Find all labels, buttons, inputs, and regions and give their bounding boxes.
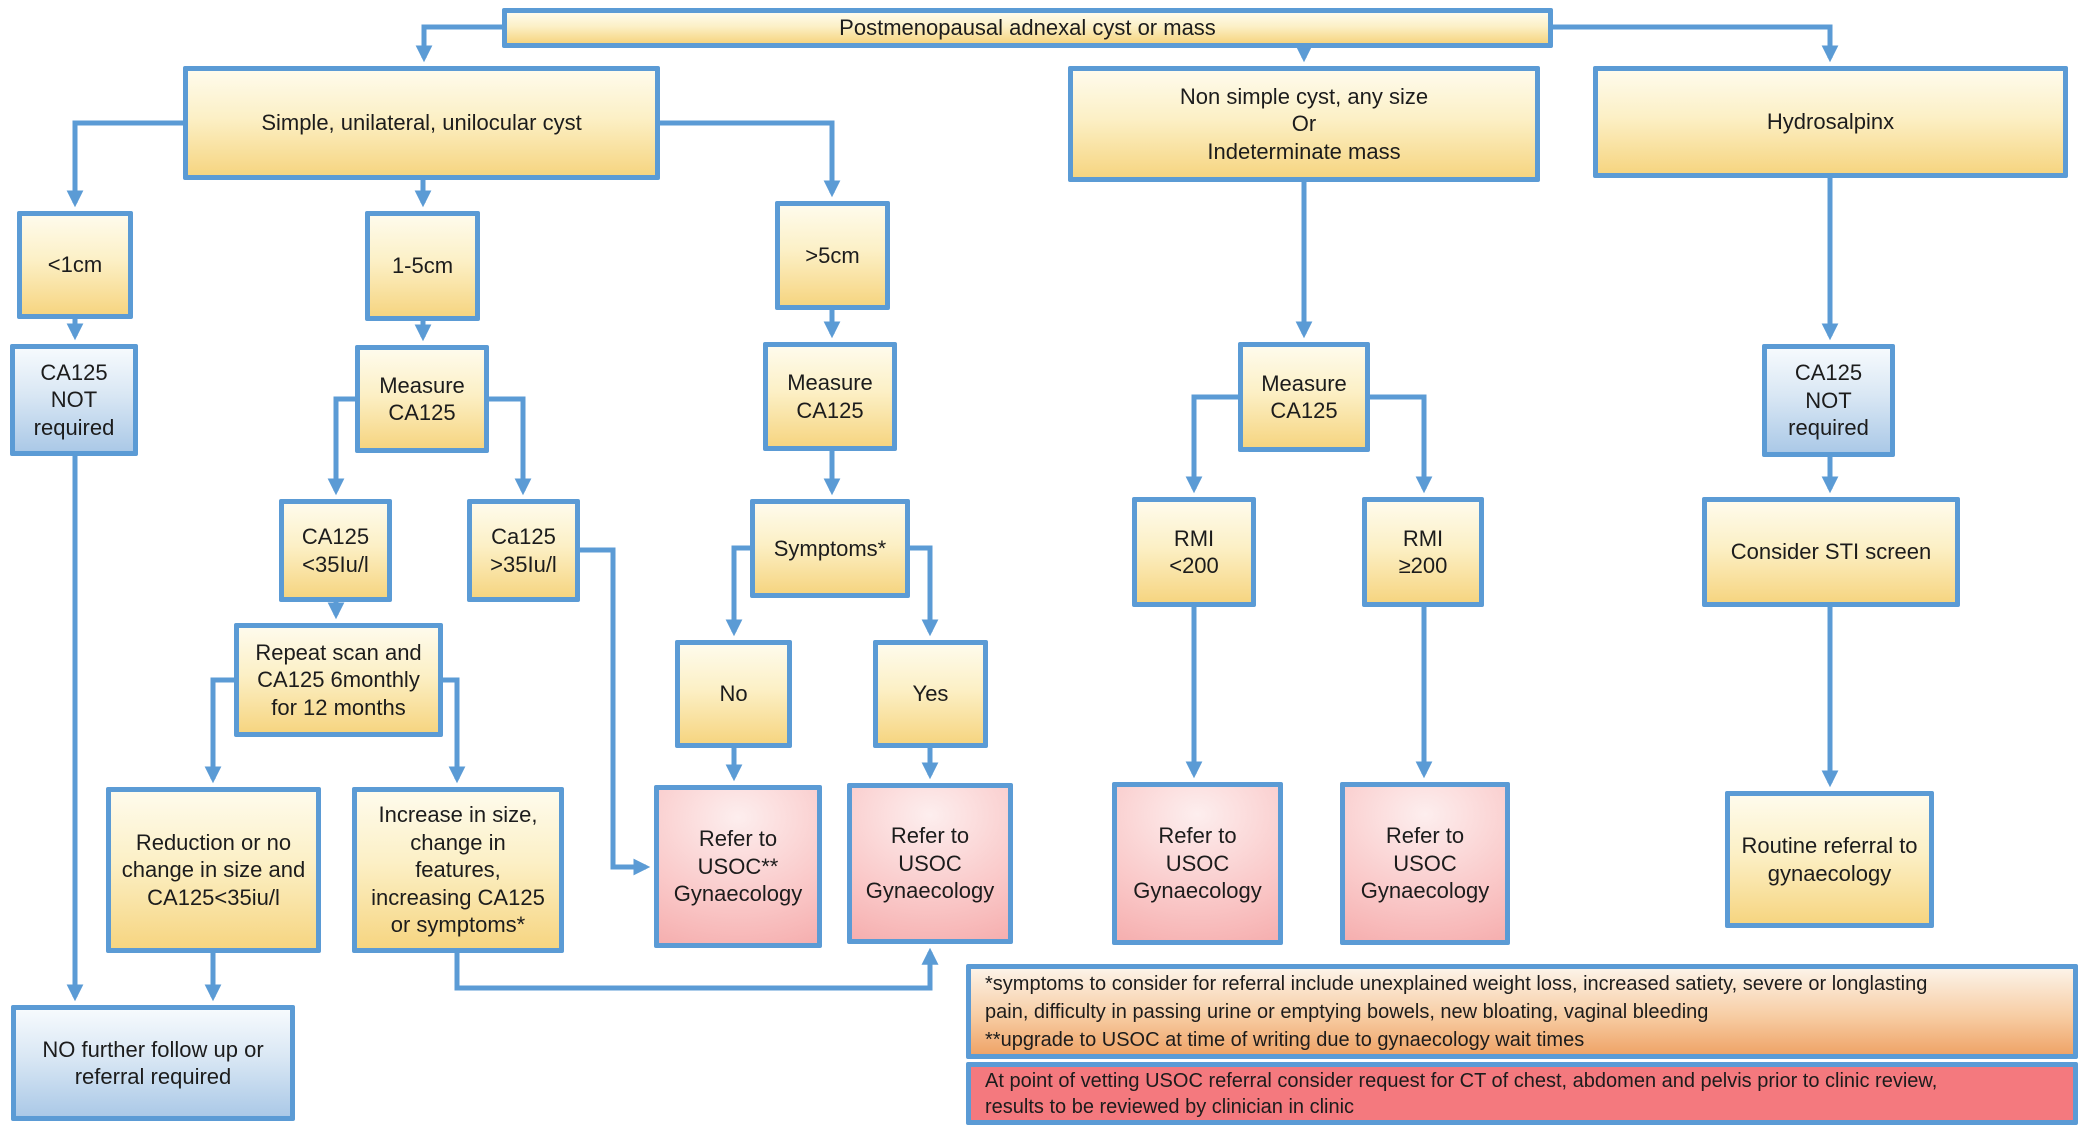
node-gt5cm: >5cm <box>775 201 890 310</box>
node-lt1cm: <1cm <box>17 211 133 319</box>
connector-top-to-hydrosalpinx <box>1553 24 1839 63</box>
node-yes: Yes <box>873 640 988 748</box>
connector-simple-to-lt1cm <box>66 120 183 208</box>
node-refer-usoc-rmi-lt200: Refer to USOC Gynaecology <box>1112 782 1283 945</box>
node-increase-in-size: Increase in size, change in features, in… <box>352 787 564 953</box>
connector-ca125gt35-to-usoc <box>580 547 651 876</box>
node-ca125-lt35: CA125 <35Iu/l <box>279 499 392 602</box>
node-consider-sti-screen: Consider STI screen <box>1702 497 1960 607</box>
note-symptoms-footnote: *symptoms to consider for referral inclu… <box>966 964 2078 1059</box>
node-nonsimple-cyst: Non simple cyst, any size Or Indetermina… <box>1068 66 1540 182</box>
connector-measureright-to-rmilt200 <box>1185 394 1238 494</box>
node-rmi-ge200: RMI ≥200 <box>1362 497 1484 607</box>
node-1-5cm: 1-5cm <box>365 211 480 321</box>
connector-top-to-simple <box>415 24 502 63</box>
node-reduction-no-change: Reduction or no change in size and CA125… <box>106 787 321 953</box>
node-refer-usoc-starstar: Refer to USOC** Gynaecology <box>654 785 822 948</box>
connector-increase-to-usocyes <box>454 947 939 991</box>
node-routine-referral: Routine referral to gynaecology <box>1725 791 1934 928</box>
connector-repeat-to-reduction <box>204 677 234 784</box>
node-no: No <box>675 640 792 748</box>
node-rmi-lt200: RMI <200 <box>1132 497 1256 607</box>
connector-simple-to-gt5cm <box>660 120 841 198</box>
node-ca125-not-required-left: CA125 NOT required <box>10 344 138 456</box>
node-hydrosalpinx: Hydrosalpinx <box>1593 66 2068 178</box>
node-simple-cyst: Simple, unilateral, unilocular cyst <box>183 66 660 180</box>
node-ca125-not-required-right: CA125 NOT required <box>1762 344 1895 457</box>
node-symptoms: Symptoms* <box>750 499 910 598</box>
node-postmenopausal-title: Postmenopausal adnexal cyst or mass <box>502 8 1553 48</box>
node-measure-ca125-left: Measure CA125 <box>355 345 489 453</box>
connector-measure-to-ca125gt35 <box>489 396 532 496</box>
node-measure-ca125-mid: Measure CA125 <box>763 342 897 451</box>
node-refer-usoc-rmi-ge200: Refer to USOC Gynaecology <box>1340 782 1510 945</box>
node-refer-usoc-yes: Refer to USOC Gynaecology <box>847 783 1013 944</box>
connector-symptoms-to-no <box>725 545 750 637</box>
node-measure-ca125-right: Measure CA125 <box>1238 342 1370 452</box>
connector-repeat-to-increase <box>443 677 466 784</box>
connector-measureright-to-rmige200 <box>1370 394 1433 494</box>
connector-symptoms-to-yes <box>910 545 939 637</box>
node-no-further-followup: NO further follow up or referral require… <box>11 1005 295 1121</box>
node-repeat-scan: Repeat scan and CA125 6monthly for 12 mo… <box>234 623 443 737</box>
note-usoc-vetting: At point of vetting USOC referral consid… <box>966 1062 2078 1125</box>
node-ca125-gt35: Ca125 >35Iu/l <box>467 499 580 602</box>
connector-measure-to-ca125lt35 <box>327 396 355 496</box>
